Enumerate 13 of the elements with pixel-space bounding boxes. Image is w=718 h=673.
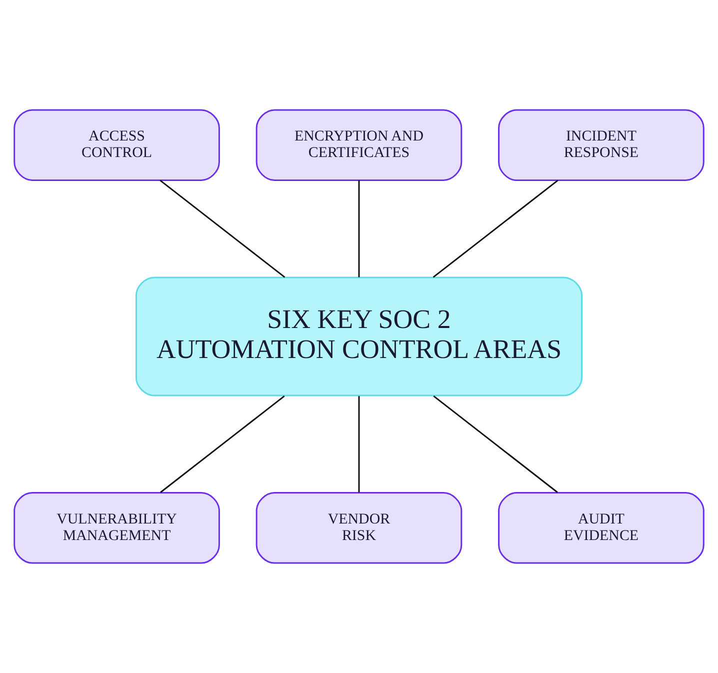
node-box: AUDIT EVIDENCE	[498, 492, 704, 564]
connector	[358, 396, 360, 492]
connector	[160, 395, 285, 493]
node-box: VULNERABILITY MANAGEMENT	[14, 492, 220, 564]
node-box: INCIDENT RESPONSE	[498, 109, 704, 181]
node-box: ENCRYPTION AND CERTIFICATES	[256, 109, 462, 181]
node-box: VENDOR RISK	[256, 492, 462, 564]
connector	[160, 180, 286, 278]
node-box: SIX KEY SOC 2 AUTOMATION CONTROL AREAS	[135, 276, 583, 396]
node-box: ACCESS CONTROL	[14, 109, 220, 181]
connector	[432, 180, 558, 278]
connector	[358, 180, 360, 278]
connector	[433, 395, 558, 493]
